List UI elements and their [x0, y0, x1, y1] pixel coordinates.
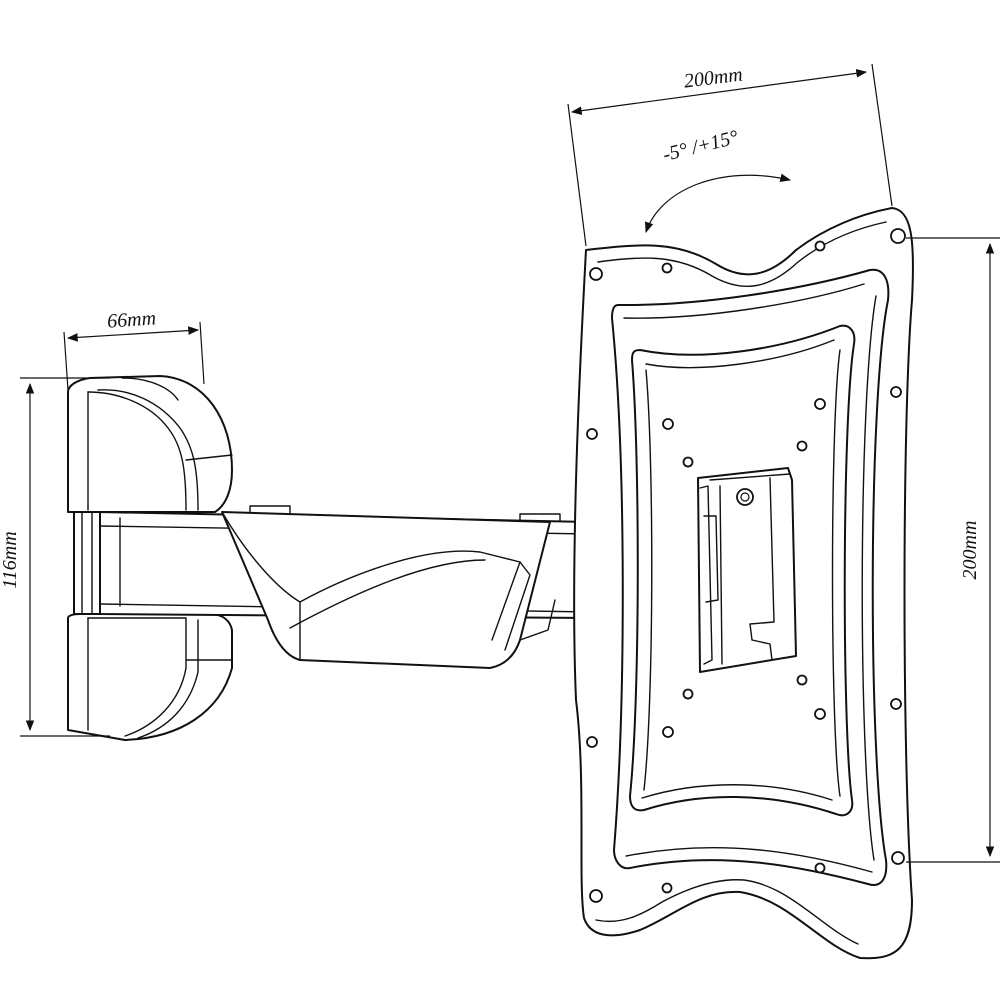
plate-width-label: 200mm [683, 64, 744, 93]
curved-double-arrow-icon [644, 173, 792, 234]
swing-arm [99, 505, 591, 669]
wall-bracket [67, 375, 233, 741]
arm-width-label: 66mm [106, 307, 156, 332]
mounting-holes [586, 228, 906, 903]
tilt-range-label: -5° /+15° [661, 126, 741, 166]
dimension-lines [20, 63, 1000, 863]
arm-height-label: 116mm [0, 531, 21, 588]
plate-height-label: 200mm [959, 521, 981, 580]
vesa-plate [573, 207, 914, 960]
